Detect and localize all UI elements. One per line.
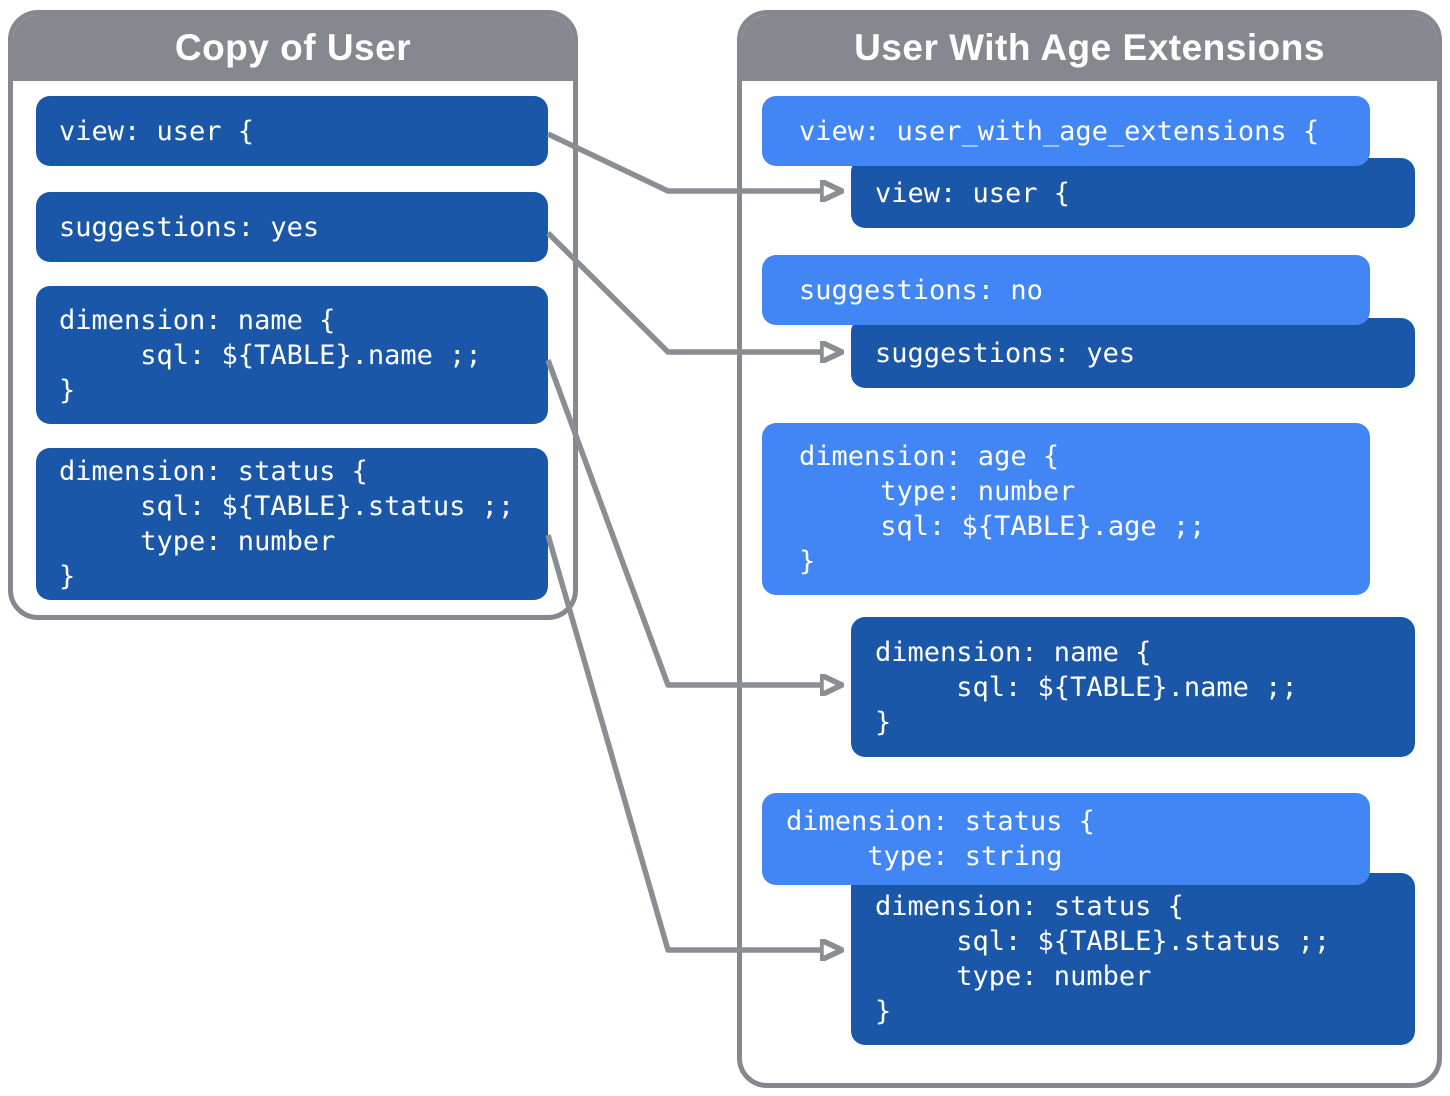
code-block-dimension-name: dimension: name { sql: ${TABLE}.name ;; … — [36, 286, 548, 424]
code-text: dimension: status { type: string — [786, 806, 1095, 872]
panel-user-with-age-extensions-header: User With Age Extensions — [742, 15, 1437, 81]
panel-user-with-age-extensions-title: User With Age Extensions — [854, 27, 1325, 68]
code-block-suggestions-no: suggestions: no — [762, 255, 1370, 325]
code-text: dimension: name { sql: ${TABLE}.name ;; … — [875, 636, 1298, 738]
code-text: view: user_with_age_extensions { — [799, 115, 1320, 147]
panel-copy-of-user-header: Copy of User — [13, 15, 573, 81]
code-text: dimension: name { sql: ${TABLE}.name ;; … — [59, 304, 482, 406]
code-text: dimension: status { sql: ${TABLE}.status… — [875, 891, 1331, 1027]
code-text: dimension: status { sql: ${TABLE}.status… — [59, 456, 515, 592]
code-text: dimension: age { type: number sql: ${TAB… — [799, 441, 1206, 577]
code-block-view-user-with-age-extensions: view: user_with_age_extensions { — [762, 96, 1370, 166]
code-text: suggestions: yes — [875, 337, 1136, 369]
code-block-suggestions-yes: suggestions: yes — [36, 192, 548, 262]
code-text: view: user { — [875, 177, 1071, 209]
code-block-view-user-inherited: view: user { — [851, 158, 1415, 228]
code-text: suggestions: yes — [59, 211, 320, 243]
code-block-suggestions-yes-inherited: suggestions: yes — [851, 318, 1415, 388]
code-block-dimension-status: dimension: status { sql: ${TABLE}.status… — [36, 448, 548, 600]
code-block-dimension-status-inherited: dimension: status { sql: ${TABLE}.status… — [851, 873, 1415, 1045]
code-block-dimension-age: dimension: age { type: number sql: ${TAB… — [762, 423, 1370, 595]
code-text: suggestions: no — [799, 274, 1043, 306]
code-text: view: user { — [59, 115, 255, 147]
code-block-view-user: view: user { — [36, 96, 548, 166]
panel-copy-of-user-title: Copy of User — [174, 27, 412, 68]
code-block-dimension-status-override: dimension: status { type: string — [762, 793, 1370, 885]
code-block-dimension-name-inherited: dimension: name { sql: ${TABLE}.name ;; … — [851, 617, 1415, 757]
